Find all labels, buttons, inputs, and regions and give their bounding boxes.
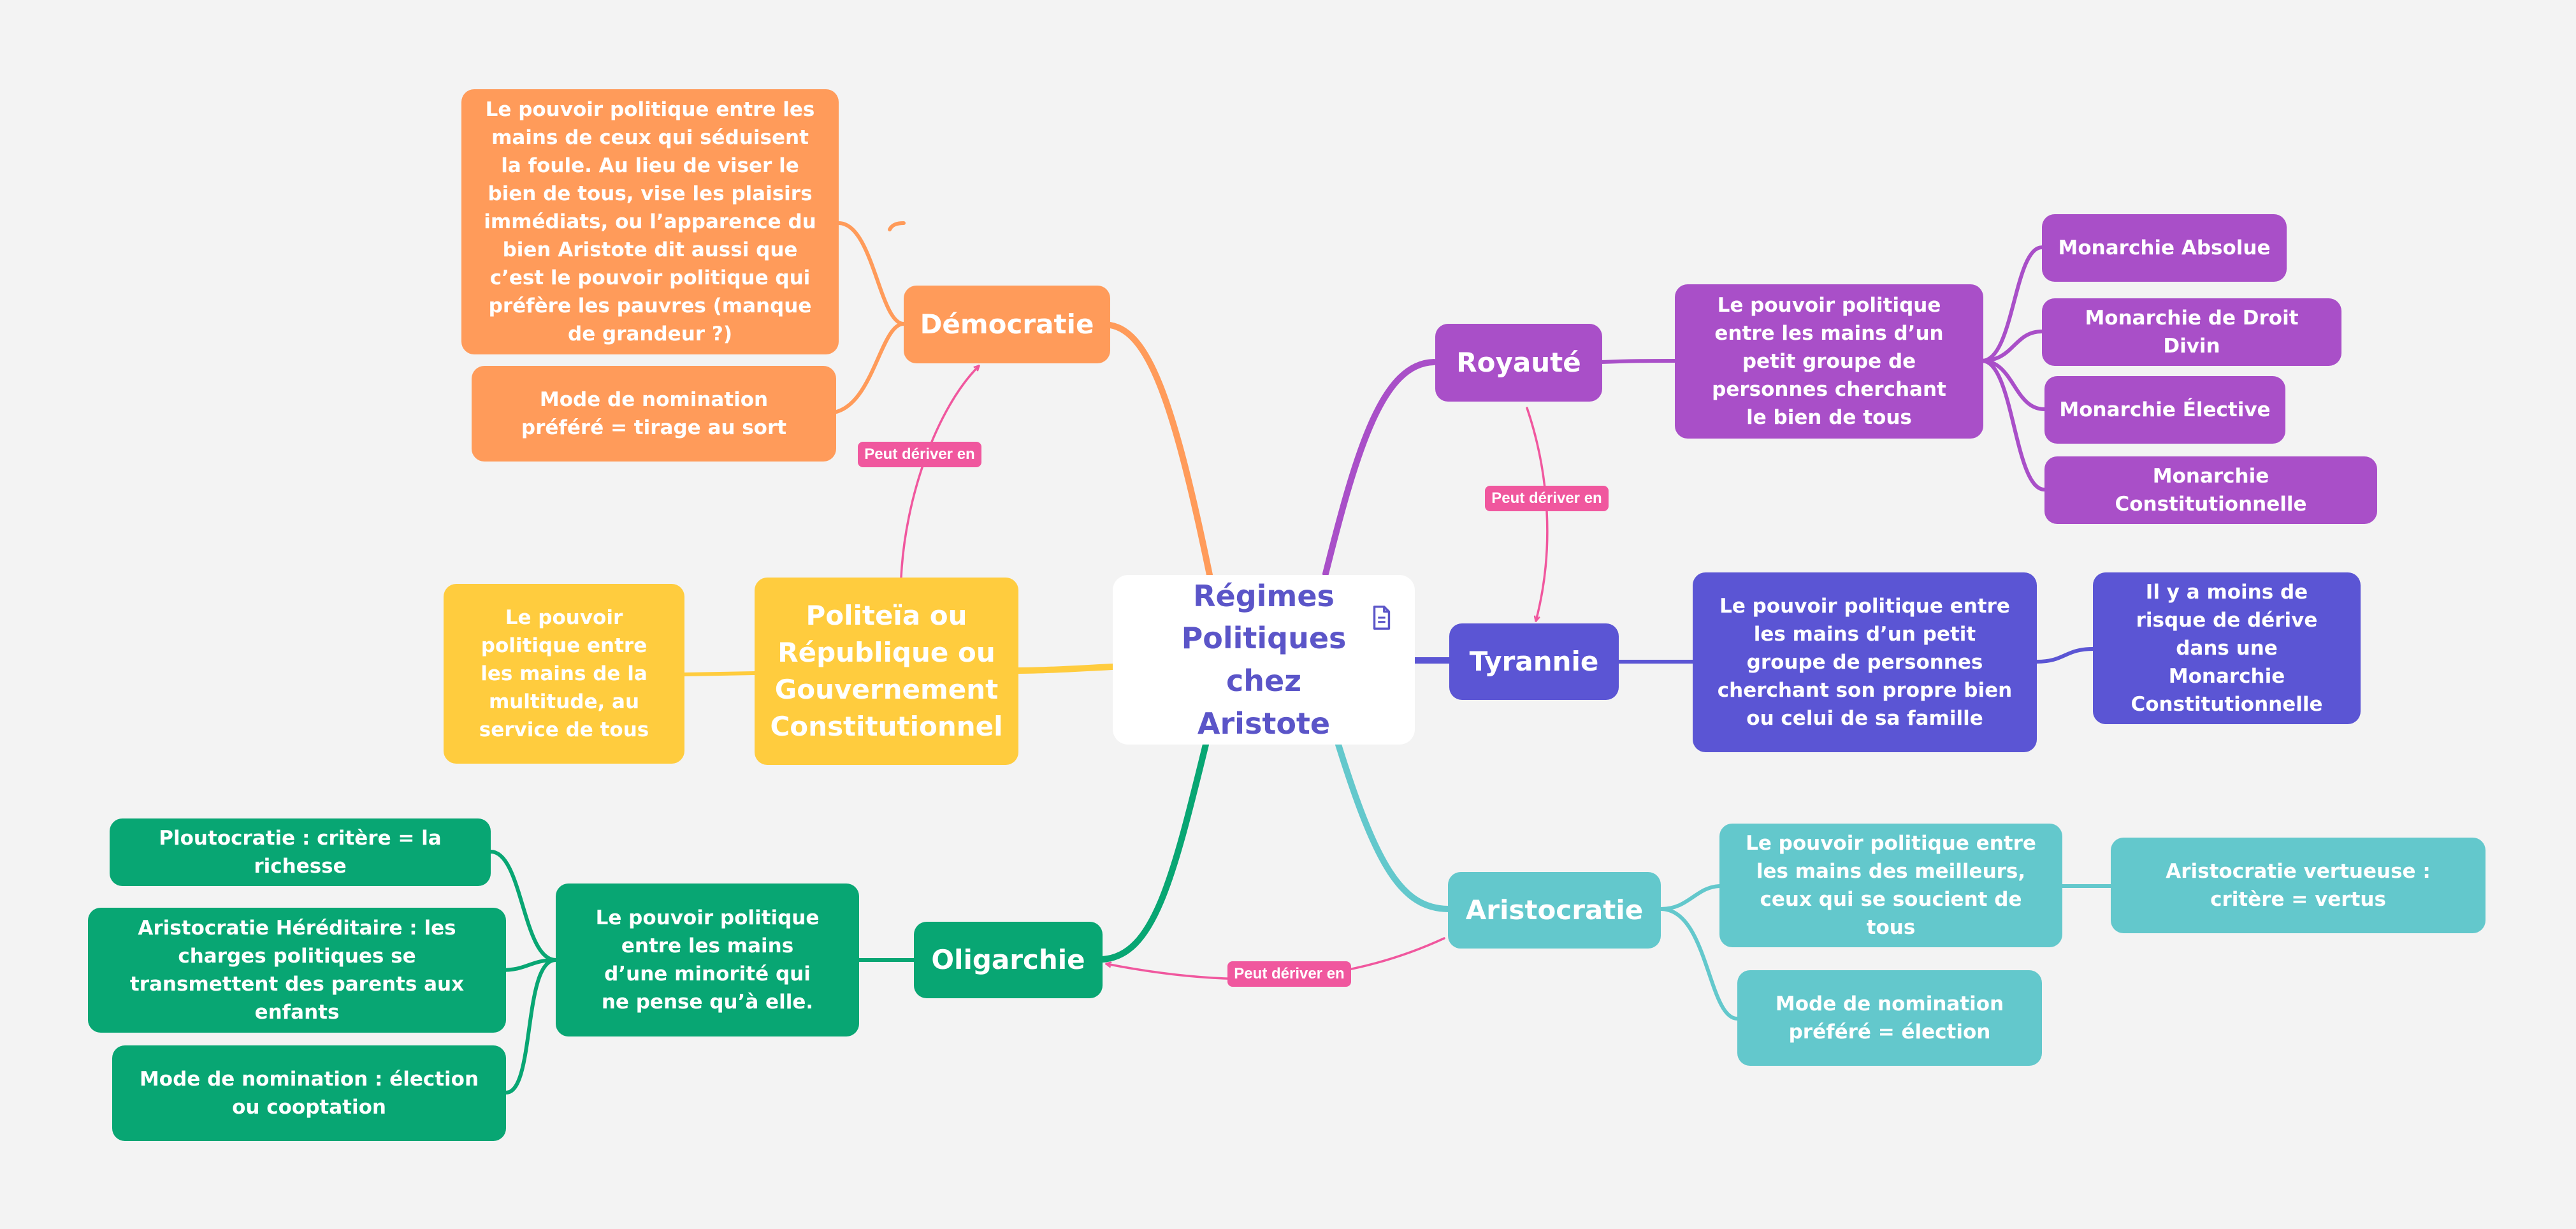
link-definition-droit-divin [1980,330,2044,363]
topic-tyrannie[interactable]: Tyrannie [1449,623,1619,700]
monarchie-constitutionnelle[interactable]: Monarchie Constitutionnelle [2044,456,2377,524]
topic-oligarchie[interactable]: Oligarchie [914,922,1103,998]
link-center-aristocratie [1335,741,1451,912]
topic-politeia[interactable]: Politeïa ou République ou Gouvernement C… [755,578,1018,765]
central-topic-title: Régimes Politiques chez Aristote [1181,578,1347,741]
link-definition-nomination [504,958,558,1094]
democratie-definition[interactable]: Le pouvoir politique entre les mains de … [461,89,839,354]
relation-politeia-democratie [900,366,979,579]
relation-royaute-tyrannie [1526,407,1549,621]
oligarchie-aristocratie-hereditaire[interactable]: Aristocratie Héréditaire : les charges p… [88,908,506,1033]
link-aristocratie-nomination [1659,907,1739,1021]
topic-aristocratie[interactable]: Aristocratie [1448,872,1661,949]
aristocratie-vertueuse[interactable]: Aristocratie vertueuse : critère = vertu… [2111,838,2486,933]
document-icon[interactable] [1369,604,1394,631]
tyrannie-note[interactable]: Il y a moins de risque de dérive dans un… [2093,572,2361,724]
aristocratie-nomination[interactable]: Mode de nomination préféré = élection [1737,970,2042,1066]
central-topic[interactable]: Régimes Politiques chez Aristote [1113,575,1415,745]
link-center-democratie [1107,322,1213,578]
aristocratie-definition[interactable]: Le pouvoir politique entre les mains des… [1719,824,2062,947]
link-democratie-definition [837,221,906,326]
link-definition-ploutocratie [489,850,558,962]
relation-label-aristocratie-oligarchie[interactable]: Peut dériver en [1227,961,1351,987]
oligarchie-definition[interactable]: Le pouvoir politique entre les mains d’u… [556,884,859,1036]
link-definition-constitutionnelle [1980,359,2046,491]
link-center-oligarchie [1099,741,1209,963]
politeia-definition[interactable]: Le pouvoir politique entre les mains de … [444,584,684,764]
link-democratie-nomination [827,322,906,415]
oligarchie-ploutocratie[interactable]: Ploutocratie : critère = la richesse [110,818,491,886]
link-center-politeia [1015,664,1116,674]
link-definition-absolue [1980,245,2044,363]
monarchie-elective[interactable]: Monarchie Élective [2044,376,2285,444]
relation-label-politeia-democratie[interactable]: Peut dériver en [858,442,981,467]
link-definition-elective [1980,359,2046,411]
link-aristocratie-definition [1659,884,1721,911]
oligarchie-nomination[interactable]: Mode de nomination : élection ou cooptat… [112,1045,506,1141]
topic-democratie[interactable]: Démocratie [904,286,1110,363]
link-definition-note [2035,647,2095,664]
link-politeia-definition [683,671,756,676]
tyrannie-definition[interactable]: Le pouvoir politique entre les mains d’u… [1693,572,2037,752]
relation-label-royaute-tyrannie[interactable]: Peut dériver en [1485,486,1609,511]
monarchie-absolue[interactable]: Monarchie Absolue [2042,214,2287,282]
democratie-nomination[interactable]: Mode de nomination préféré = tirage au s… [472,366,836,462]
link-definition-hereditaire [498,958,558,972]
link-center-royaute [1322,359,1437,577]
monarchie-droit-divin[interactable]: Monarchie de Droit Divin [2042,298,2341,366]
link-royaute-definition [1599,359,1677,364]
topic-royaute[interactable]: Royauté [1435,324,1602,402]
royaute-definition[interactable]: Le pouvoir politique entre les mains d’u… [1675,284,1983,439]
